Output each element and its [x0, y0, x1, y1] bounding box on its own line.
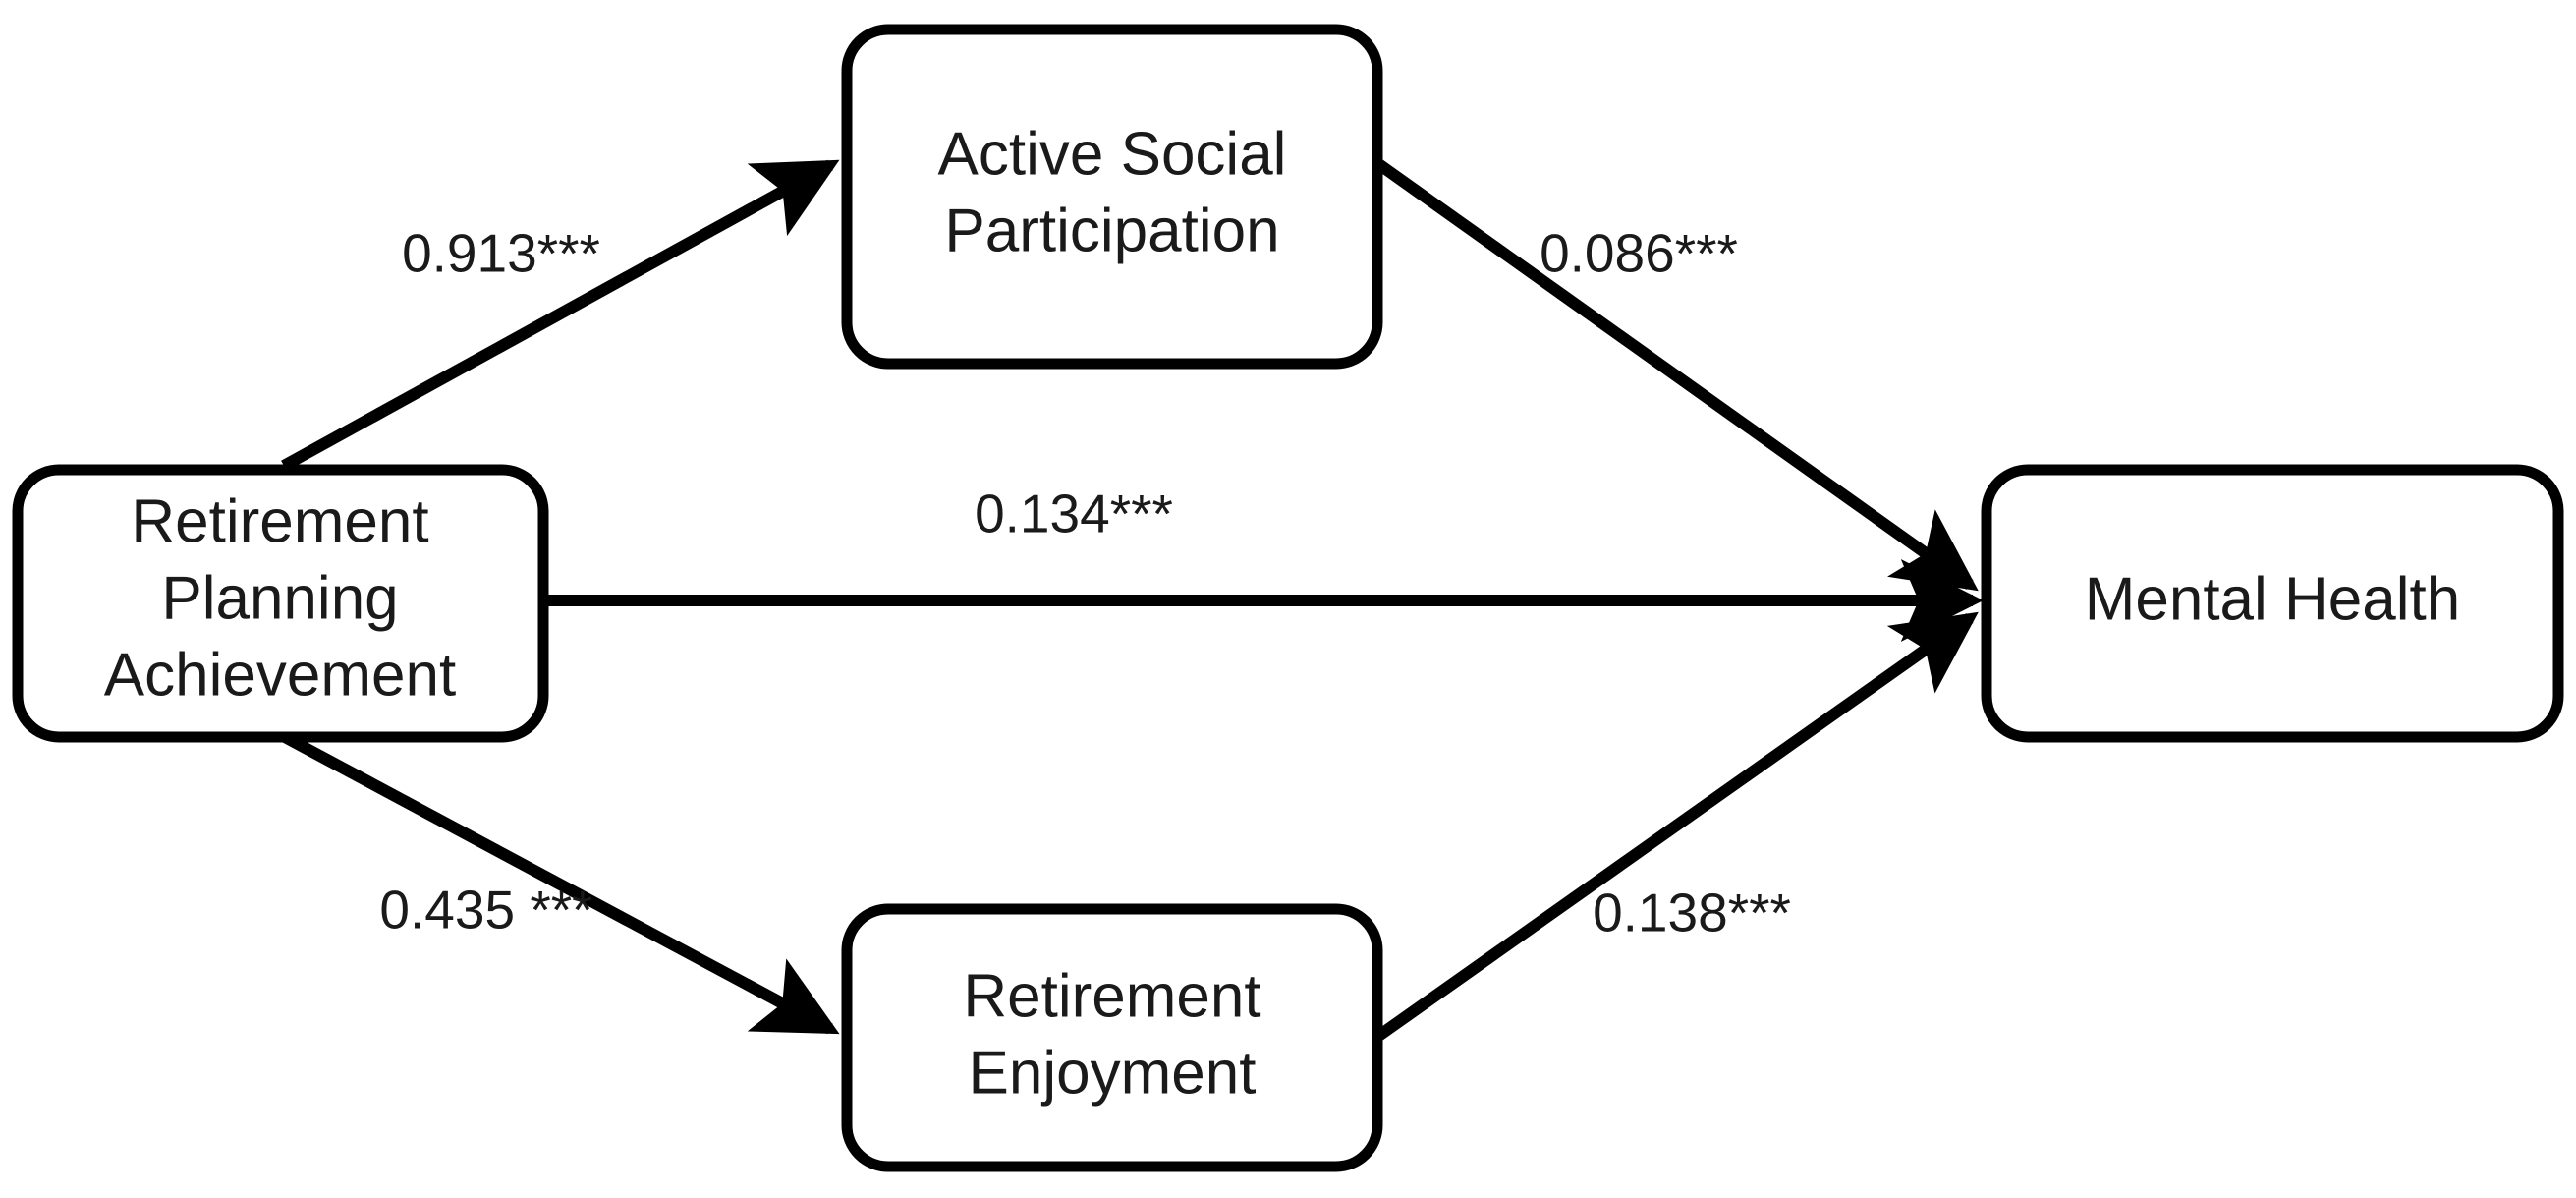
edge-line-re-to-mh: [1373, 611, 1979, 1042]
node-active-social-participation[interactable]: Active Social Participation: [841, 24, 1383, 370]
edge-label-rpa-to-asp: 0.913***: [402, 223, 600, 284]
edge-label-asp-to-mh: 0.086***: [1540, 223, 1738, 284]
node-label-retirement-planning-achievement-line1: Retirement: [131, 487, 428, 555]
node-label-active-social-participation-line2: Participation: [944, 197, 1279, 264]
edge-line-asp-to-mh: [1373, 158, 1979, 592]
node-label-mental-health-line1: Mental Health: [2085, 565, 2461, 633]
node-mental-health[interactable]: Mental Health: [1981, 464, 2564, 743]
edge-line-rpa-to-re: [282, 731, 840, 1035]
edge-line-rpa-to-asp: [281, 159, 840, 472]
edge-rpa-to-mh-direct: 0.134***: [543, 484, 1984, 642]
node-label-retirement-planning-achievement-line3: Achievement: [104, 641, 456, 709]
edge-label-re-to-mh: 0.138***: [1593, 883, 1791, 943]
edge-rpa-to-re: 0.435 ***: [282, 731, 840, 1035]
edge-re-to-mh: 0.138***: [1373, 611, 1979, 1042]
node-box-active-social-participation[interactable]: [841, 24, 1383, 370]
node-label-retirement-enjoyment-line1: Retirement: [963, 962, 1260, 1030]
node-retirement-planning-achievement[interactable]: Retirement Planning Achievement: [12, 464, 549, 743]
edge-label-rpa-to-re: 0.435 ***: [379, 880, 592, 941]
edge-rpa-to-asp: 0.913***: [281, 159, 840, 472]
node-label-retirement-planning-achievement-line2: Planning: [161, 564, 398, 632]
node-box-mental-health[interactable]: [1981, 464, 2564, 743]
node-label-active-social-participation-line1: Active Social: [938, 120, 1287, 188]
edge-label-rpa-to-mh-direct: 0.134***: [975, 484, 1173, 544]
edge-asp-to-mh: 0.086***: [1373, 158, 1979, 592]
node-box-retirement-enjoyment[interactable]: [841, 903, 1383, 1172]
node-retirement-enjoyment[interactable]: Retirement Enjoyment: [841, 903, 1383, 1172]
node-label-retirement-enjoyment-line2: Enjoyment: [969, 1039, 1257, 1107]
node-box-retirement-planning-achievement[interactable]: [12, 464, 549, 743]
